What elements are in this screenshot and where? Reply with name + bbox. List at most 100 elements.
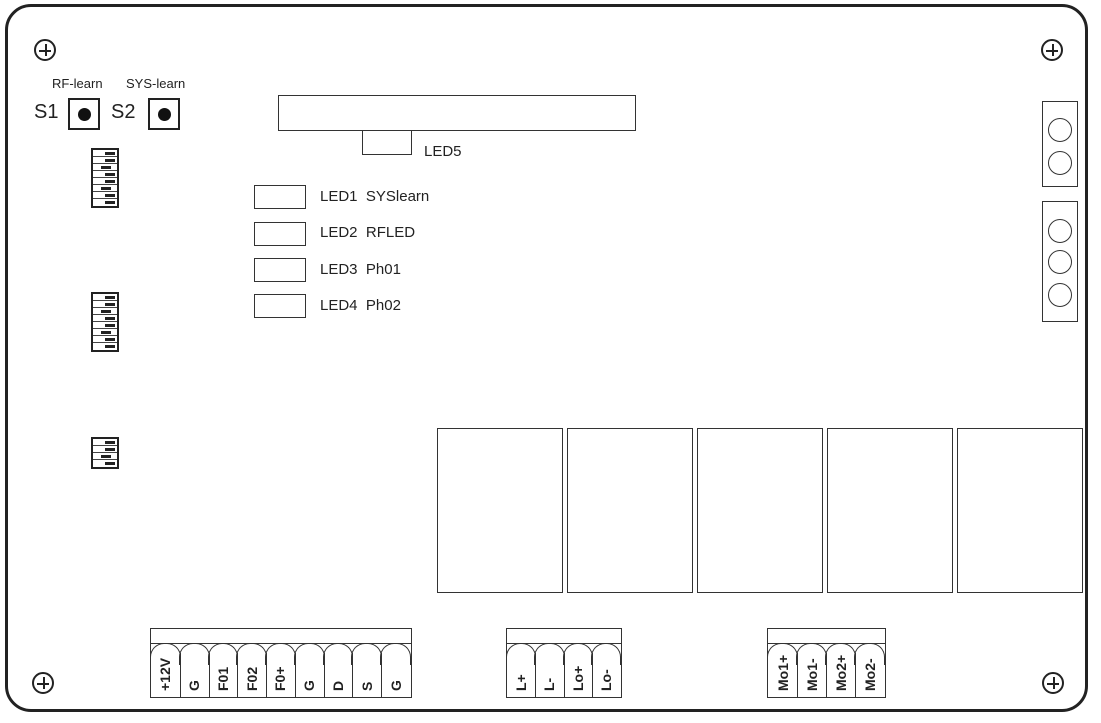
terminal-pin[interactable]: D xyxy=(322,629,354,697)
dip-switch-position[interactable] xyxy=(93,178,117,185)
terminal-divider xyxy=(352,653,354,697)
dip-switch-position[interactable] xyxy=(93,315,117,322)
led5-label: LED5 xyxy=(424,143,462,160)
terminal-pin[interactable]: F01 xyxy=(207,629,239,697)
button-dot-icon xyxy=(78,108,91,121)
terminal-pin[interactable]: Mo1+ xyxy=(767,629,798,697)
relay-1 xyxy=(437,428,563,593)
terminal-pin[interactable]: L+ xyxy=(506,629,537,697)
terminal-pin[interactable]: F02 xyxy=(236,629,268,697)
dip-switch-position[interactable] xyxy=(93,185,117,192)
s1-label: S1 xyxy=(34,101,59,123)
terminal-pin[interactable]: G xyxy=(293,629,325,697)
dip-knob-icon xyxy=(105,152,115,155)
dip-switch-position[interactable] xyxy=(93,446,117,453)
dip-switch-position[interactable] xyxy=(93,460,117,467)
button-dot-icon xyxy=(158,108,171,121)
terminal-screw-icon xyxy=(562,643,593,665)
led2-name: RFLED xyxy=(365,224,416,241)
terminal-pin[interactable]: Mo1- xyxy=(796,629,827,697)
led1-id: LED1 xyxy=(320,188,358,205)
mounting-screw-icon xyxy=(34,39,56,61)
terminal-pin[interactable]: Mo2- xyxy=(854,629,885,697)
connector-hole-icon xyxy=(1048,250,1072,274)
dip-switch-position[interactable] xyxy=(93,157,117,164)
dip-switch-1[interactable] xyxy=(91,148,119,208)
relay-2 xyxy=(567,428,693,593)
terminal-divider xyxy=(797,653,798,697)
terminal-divider xyxy=(381,653,383,697)
dip-knob-icon xyxy=(105,173,115,176)
terminal-strip xyxy=(507,629,621,644)
dip-knob-icon xyxy=(105,448,115,451)
relay-3 xyxy=(697,428,823,593)
terminal-pin-label: F0+ xyxy=(272,666,289,691)
connector-2pin xyxy=(1042,101,1078,187)
terminal-pin-label: G xyxy=(387,680,404,691)
dip-knob-icon xyxy=(101,331,111,334)
terminal-pin[interactable]: +12V xyxy=(150,629,181,697)
terminal-screw-icon xyxy=(236,643,268,665)
s1-rf-learn-button[interactable] xyxy=(68,98,100,130)
terminal-pin-label: F01 xyxy=(214,666,231,691)
pcb-board-outline xyxy=(5,4,1088,712)
dip-switch-position[interactable] xyxy=(93,301,117,308)
led1 xyxy=(254,185,306,209)
led2-id: LED2 xyxy=(320,224,358,241)
dip-switch-2[interactable] xyxy=(91,292,119,352)
led4 xyxy=(254,294,306,318)
dip-switch-position[interactable] xyxy=(93,199,117,206)
dip-switch-position[interactable] xyxy=(93,453,117,460)
terminal-pin[interactable]: Lo+ xyxy=(562,629,593,697)
led5 xyxy=(362,131,412,155)
dip-switch-position[interactable] xyxy=(93,192,117,199)
terminal-pin[interactable]: G xyxy=(178,629,210,697)
dip-knob-icon xyxy=(101,166,111,169)
dip-switch-position[interactable] xyxy=(93,329,117,336)
dip-switch-position[interactable] xyxy=(93,171,117,178)
dip-switch-3[interactable] xyxy=(91,437,119,469)
terminal-pin[interactable]: F0+ xyxy=(265,629,296,697)
dip-switch-position[interactable] xyxy=(93,343,117,350)
terminal-pin-label: G xyxy=(186,680,203,691)
led4-label: LED4 Ph02 xyxy=(320,297,401,314)
terminal-screw-icon xyxy=(293,643,325,665)
led4-id: LED4 xyxy=(320,297,358,314)
dip-knob-icon xyxy=(105,201,115,204)
dip-knob-icon xyxy=(105,345,115,348)
terminal-block-light: L+L-Lo+Lo- xyxy=(506,628,622,698)
led2 xyxy=(254,222,306,246)
mounting-screw-icon xyxy=(32,672,54,694)
terminal-divider xyxy=(266,653,268,697)
led3-name: Ph01 xyxy=(365,261,401,278)
connector-hole-icon xyxy=(1048,151,1072,175)
dip-switch-position[interactable] xyxy=(93,322,117,329)
mounting-screw-icon xyxy=(1041,39,1063,61)
dip-switch-position[interactable] xyxy=(93,164,117,171)
terminal-pin[interactable]: Lo- xyxy=(590,629,621,697)
terminal-pin[interactable]: L- xyxy=(534,629,565,697)
terminal-pin[interactable]: S xyxy=(351,629,383,697)
s2-caption: SYS-learn xyxy=(126,76,186,91)
dip-switch-position[interactable] xyxy=(93,439,117,446)
terminal-screw-icon xyxy=(207,643,239,665)
terminal-divider xyxy=(591,653,593,697)
dip-knob-icon xyxy=(101,310,111,313)
terminal-pin-label: Mo1+ xyxy=(774,654,791,691)
terminal-pin[interactable]: G xyxy=(380,629,411,697)
s2-label: S2 xyxy=(111,101,136,123)
connector-3pin xyxy=(1042,201,1078,322)
terminal-screw-icon xyxy=(854,643,885,665)
terminal-divider xyxy=(535,653,537,697)
led1-name: SYSlearn xyxy=(365,188,430,205)
dip-switch-position[interactable] xyxy=(93,294,117,301)
terminal-pin[interactable]: Mo2+ xyxy=(825,629,856,697)
dip-knob-icon xyxy=(105,441,115,444)
s2-sys-learn-button[interactable] xyxy=(148,98,180,130)
dip-knob-icon xyxy=(105,159,115,162)
terminal-pin-label: Lo- xyxy=(597,669,614,691)
s1-caption: RF-learn xyxy=(52,76,103,91)
dip-switch-position[interactable] xyxy=(93,336,117,343)
dip-switch-position[interactable] xyxy=(93,150,117,157)
dip-switch-position[interactable] xyxy=(93,308,117,315)
